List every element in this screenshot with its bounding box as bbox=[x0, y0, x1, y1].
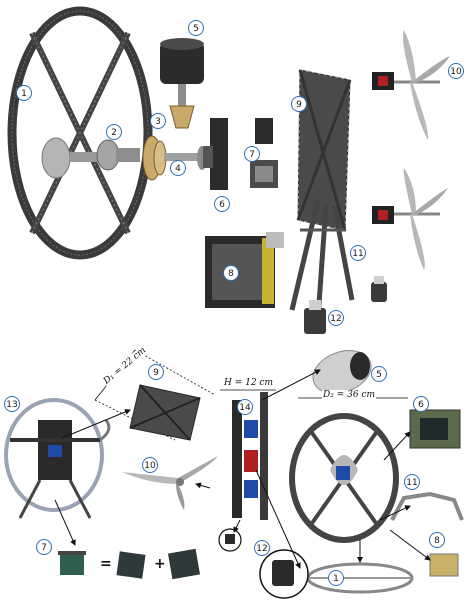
callout-1: 1 bbox=[16, 85, 32, 101]
callout-7-assembled: 7 bbox=[36, 539, 52, 555]
gear-motor-part bbox=[160, 38, 204, 129]
motor-bracket-part bbox=[203, 118, 228, 190]
wheel-ring-assembled-part bbox=[306, 562, 414, 594]
callout-7: 7 bbox=[244, 146, 260, 162]
wheel-rim-part bbox=[7, 6, 153, 260]
callout-9-assembled: 9 bbox=[148, 364, 164, 380]
callout-10-assembled: 10 bbox=[142, 457, 158, 473]
callout-12-assembled: 12 bbox=[254, 540, 270, 556]
drone-wheel-view bbox=[289, 397, 408, 543]
wheel-hub-part bbox=[41, 137, 120, 179]
equals-sign: = bbox=[100, 556, 112, 572]
drone-side-view bbox=[220, 389, 276, 520]
connector-arrows bbox=[54, 369, 431, 569]
callout-6-assembled: 6 bbox=[413, 396, 429, 412]
callout-5: 5 bbox=[188, 20, 204, 36]
flight-controller-stack bbox=[58, 548, 201, 580]
battery-assembled-part bbox=[429, 553, 459, 577]
battery-part bbox=[205, 232, 284, 308]
callout-14: 14 bbox=[237, 399, 253, 415]
propeller-assembly-lower-part bbox=[372, 168, 448, 270]
d2-dimension-label: D₂ = 36 cm bbox=[322, 390, 376, 400]
bearing-hub-part bbox=[96, 139, 140, 171]
callout-11: 11 bbox=[350, 245, 366, 261]
callout-8: 8 bbox=[223, 265, 239, 281]
callout-8-assembled: 8 bbox=[429, 532, 445, 548]
propeller-assembly-upper-part bbox=[372, 30, 450, 140]
drone-front-view bbox=[4, 398, 111, 519]
clamp-part bbox=[250, 118, 278, 188]
height-dimension-label: H = 12 cm bbox=[223, 378, 274, 388]
callout-10: 10 bbox=[448, 63, 464, 79]
callout-4: 4 bbox=[170, 160, 186, 176]
compute-module-part bbox=[409, 409, 461, 449]
landing-legs-part bbox=[289, 199, 355, 319]
callout-6: 6 bbox=[214, 196, 230, 212]
callout-9: 9 bbox=[291, 96, 307, 112]
frame-plate-assembled-part bbox=[129, 384, 201, 441]
frame-plate-part bbox=[296, 69, 352, 231]
foot-inset bbox=[218, 528, 309, 599]
callout-3: 3 bbox=[150, 113, 166, 129]
plus-sign: + bbox=[154, 556, 166, 572]
callout-2: 2 bbox=[106, 124, 122, 140]
landing-feet-part bbox=[304, 276, 387, 334]
gear-motor-assembled-part bbox=[312, 350, 372, 394]
callout-5-assembled: 5 bbox=[371, 366, 387, 382]
callout-13: 13 bbox=[4, 396, 20, 412]
callout-1-assembled: 1 bbox=[328, 570, 344, 586]
propeller-blade bbox=[122, 456, 218, 510]
callout-12: 12 bbox=[328, 310, 344, 326]
callout-11-assembled: 11 bbox=[404, 474, 420, 490]
landing-legs-assembled-part bbox=[390, 491, 464, 521]
